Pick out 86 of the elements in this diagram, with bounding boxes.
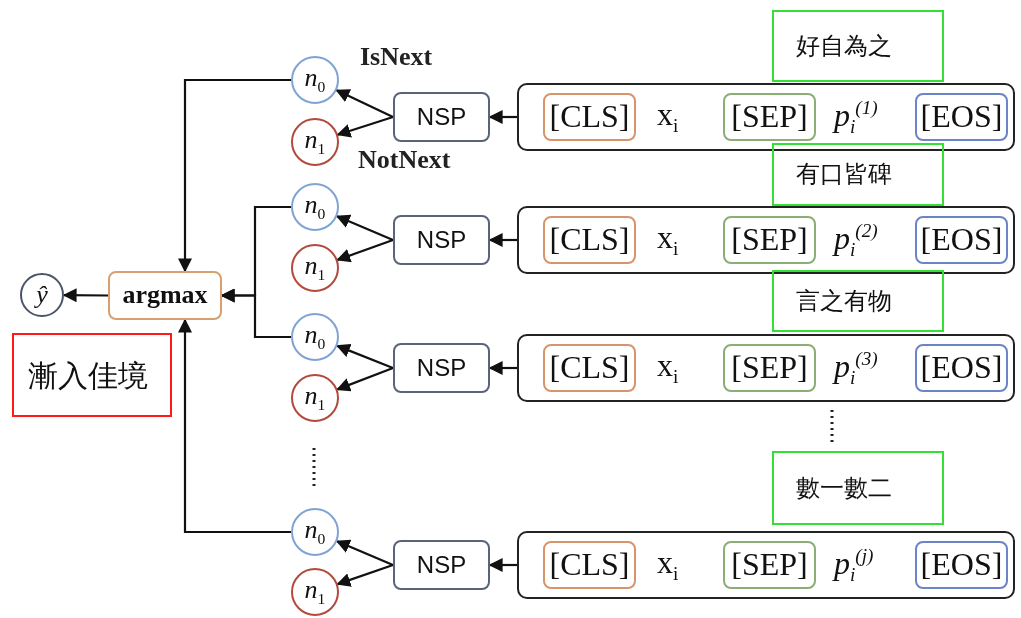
token-label: [SEP] <box>731 222 808 258</box>
node-circle <box>291 313 339 361</box>
node-circle <box>291 508 339 556</box>
node-label: n$_{1}$ <box>304 252 326 284</box>
arrow <box>178 318 291 534</box>
node-label: n$_{0}$ <box>304 64 326 96</box>
token-label: [EOS] <box>920 350 1003 386</box>
token-box <box>543 216 636 264</box>
node-label: ŷ <box>36 280 48 310</box>
box-label: NSP <box>416 103 467 131</box>
box-label: 言之有物 <box>796 287 892 315</box>
box-label: NSP <box>416 354 467 382</box>
process-box <box>108 271 222 320</box>
process-box <box>393 215 490 265</box>
node-circle <box>291 183 339 231</box>
box-label: 有口皆碑 <box>796 161 892 188</box>
node-circle <box>291 568 339 616</box>
box-label: argmax <box>122 281 208 310</box>
token-box <box>723 344 816 392</box>
box-label: NSP <box>416 226 467 254</box>
arrow <box>488 558 517 572</box>
annotation-box <box>772 10 944 82</box>
sequence-box <box>517 206 1015 274</box>
token-label: [CLS] <box>549 222 630 258</box>
sequence-box <box>517 334 1015 402</box>
arrow <box>336 238 394 263</box>
arrow <box>336 563 394 587</box>
arrow <box>220 288 291 339</box>
node-circle <box>291 118 339 166</box>
node-circle <box>291 56 339 104</box>
process-box <box>393 540 490 590</box>
token-box <box>915 93 1008 141</box>
token-box <box>543 344 636 392</box>
token-box <box>915 344 1008 392</box>
annotation-box <box>12 333 172 417</box>
arrow <box>62 288 108 303</box>
arrow <box>336 366 394 392</box>
box-label: 好自為之 <box>796 32 892 60</box>
arrow <box>336 115 394 138</box>
sequence-box <box>517 531 1015 599</box>
arrow <box>488 233 517 247</box>
box-label: 漸入佳境 <box>28 358 148 392</box>
arrow <box>335 89 394 118</box>
box-label: NSP <box>416 551 467 579</box>
arrow <box>178 78 291 273</box>
token-box <box>723 541 816 589</box>
token-label: [SEP] <box>731 547 808 583</box>
arrow <box>335 214 394 241</box>
node-label: n$_{0}$ <box>304 191 326 223</box>
annotation-box <box>772 270 944 332</box>
node-label: n$_{1}$ <box>304 576 326 608</box>
process-box <box>393 343 490 393</box>
process-box <box>393 92 490 142</box>
arrow <box>488 110 517 124</box>
sequence-box <box>517 83 1015 151</box>
arrow <box>336 344 394 370</box>
token-label: [EOS] <box>920 547 1003 583</box>
math-text: x$_{i}$ <box>657 220 679 260</box>
token-label: [CLS] <box>549 350 630 386</box>
token-box <box>723 216 816 264</box>
token-label: [EOS] <box>920 99 1003 135</box>
box-label: 數一數二 <box>796 474 892 502</box>
token-label: [CLS] <box>549 99 630 135</box>
node-circle <box>291 244 339 292</box>
node-circle <box>20 273 64 317</box>
node-label: n$_{0}$ <box>304 321 326 353</box>
math-text: x$_{i}$ <box>657 348 679 388</box>
token-label: [CLS] <box>549 547 630 583</box>
node-label: n$_{0}$ <box>304 516 326 548</box>
token-label: [SEP] <box>731 350 808 386</box>
annotation-box <box>772 143 944 206</box>
node-label: n$_{1}$ <box>304 126 326 158</box>
math-text: x$_{i}$ <box>657 545 679 585</box>
token-box <box>543 93 636 141</box>
token-label: [EOS] <box>920 222 1003 258</box>
math-text: x$_{i}$ <box>657 97 679 137</box>
token-box <box>915 216 1008 264</box>
annotation-box <box>772 451 944 525</box>
token-box <box>543 541 636 589</box>
token-label: [SEP] <box>731 99 808 135</box>
arrow <box>488 361 517 375</box>
node-label: n$_{1}$ <box>304 382 326 414</box>
token-box <box>723 93 816 141</box>
node-circle <box>291 374 339 422</box>
token-box <box>915 541 1008 589</box>
arrow <box>335 539 394 566</box>
